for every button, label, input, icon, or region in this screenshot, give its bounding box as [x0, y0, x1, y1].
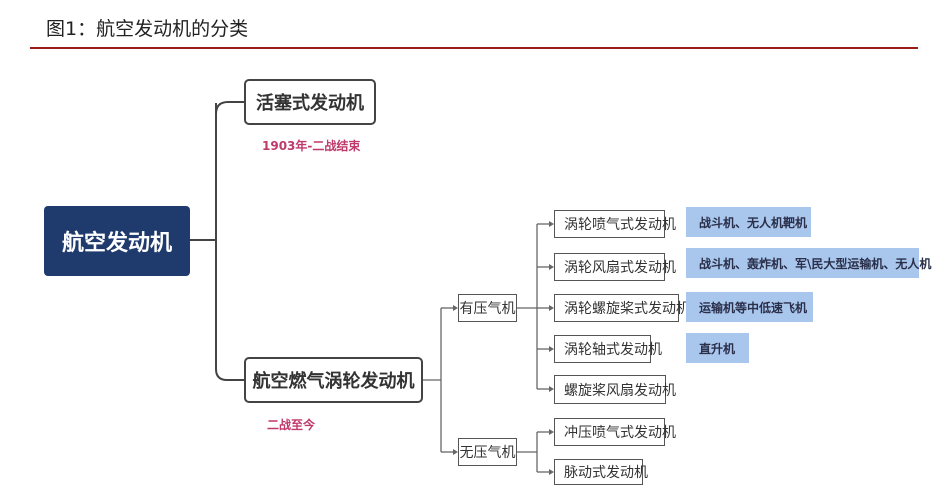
leaf-ramjet: 冲压喷气式发动机 — [554, 418, 676, 446]
leaf-turboprop: 涡轮螺旋桨式发动机 — [554, 294, 690, 322]
root-connectors — [190, 101, 245, 381]
leaf-propfan: 螺旋桨风扇发动机 — [554, 375, 676, 404]
use-turbojet: 战斗机、无人机靶机 — [686, 207, 811, 237]
arrow-heads — [453, 221, 554, 475]
use-turbofan: 战斗机、轰炸机、军\民大型运输机、无人机 — [686, 248, 931, 278]
use-turboprop: 运输机等中低速飞机 — [686, 292, 813, 322]
root-node: 航空发动机 — [44, 206, 190, 276]
branch-turbine-period: 二战至今 — [267, 418, 316, 432]
branch-piston-period: 1903年-二战结束 — [262, 139, 361, 153]
group-without-compressor: 无压气机 — [458, 438, 517, 466]
title-divider — [30, 47, 918, 49]
leaf-turboshaft: 涡轮轴式发动机 — [554, 335, 662, 363]
branch-turbine-engine: 航空燃气涡轮发动机 — [244, 357, 423, 403]
leaf-turbofan: 涡轮风扇式发动机 — [554, 253, 676, 281]
group-connectors — [423, 223, 549, 473]
leaf-pulsejet: 脉动式发动机 — [554, 459, 648, 485]
leaf-turbojet: 涡轮喷气式发动机 — [554, 210, 676, 238]
branch-piston-engine: 活塞式发动机 — [244, 79, 376, 125]
group-with-compressor: 有压气机 — [458, 294, 517, 322]
use-turboshaft: 直升机 — [686, 333, 749, 363]
figure-title: 图1：航空发动机的分类 — [46, 18, 249, 40]
